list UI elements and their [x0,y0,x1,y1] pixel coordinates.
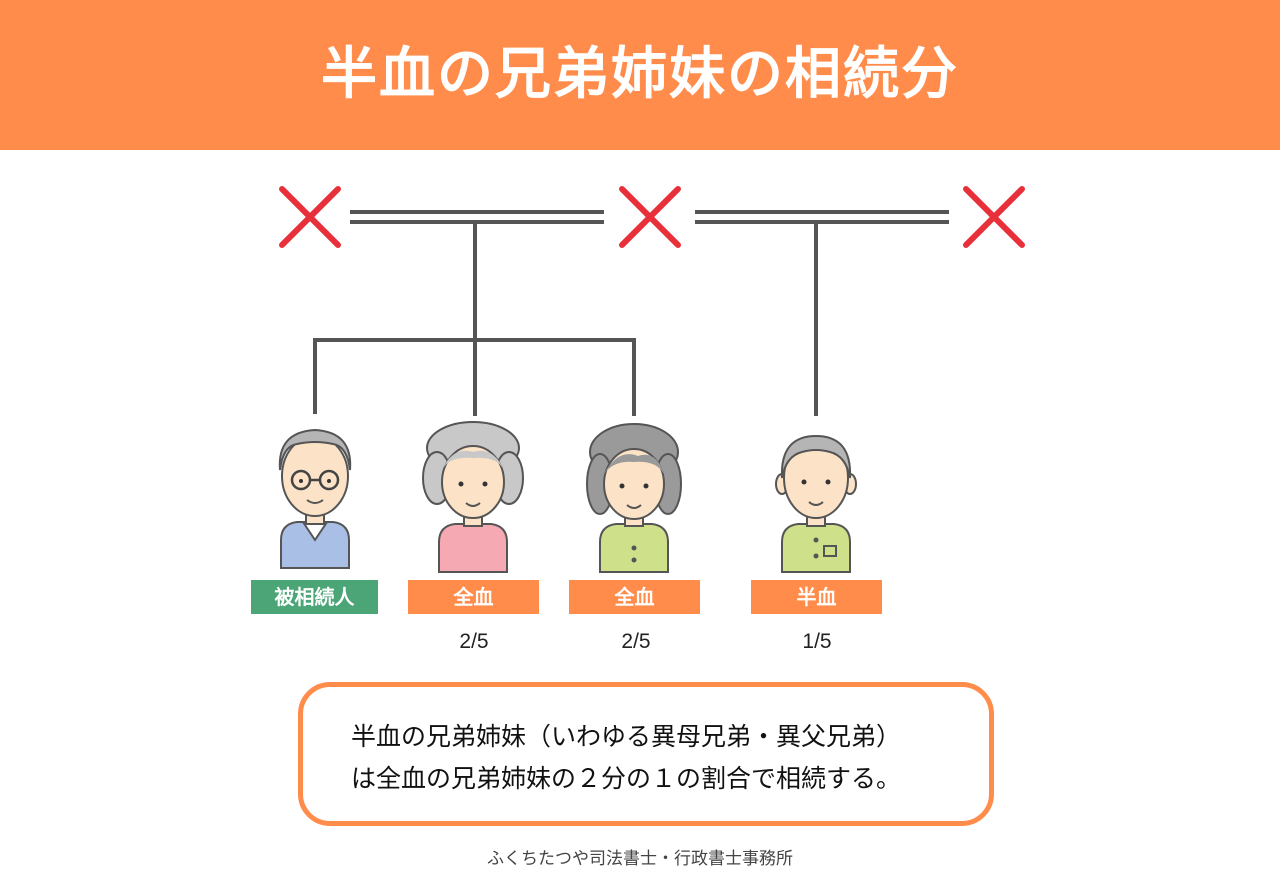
parent-3-cross-icon [966,189,1022,245]
office-credit: ふくちたつや司法書士・行政書士事務所 [0,844,1280,869]
explanation-line-2: は全血の兄弟姉妹の２分の１の割合で相続する。 [351,759,901,795]
explanation-line-1: 半血の兄弟姉妹（いわゆる異母兄弟・異父兄弟） [351,717,901,753]
descent-lines [315,222,816,416]
parent-1-cross-icon [282,189,338,245]
explanation-box: 半血の兄弟姉妹（いわゆる異母兄弟・異父兄弟） は全血の兄弟姉妹の２分の１の割合で… [298,682,994,826]
share-half-blood: 1/5 [752,630,882,654]
share-full-blood-1: 2/5 [409,630,539,654]
half-blood-label: 半血 [751,580,882,614]
marriage-line-right [695,212,949,222]
full-blood-sibling-2-illustration [587,424,681,572]
full-blood-sibling-1-illustration [423,422,523,572]
marriage-line-left [350,212,604,222]
full-blood-label-2: 全血 [569,580,700,614]
half-blood-sibling-illustration [776,436,856,572]
decedent-illustration [280,430,350,568]
parent-2-cross-icon [622,189,678,245]
decedent-label: 被相続人 [251,580,378,614]
share-full-blood-2: 2/5 [571,630,701,654]
family-tree-diagram [0,0,1280,680]
full-blood-label-1: 全血 [408,580,539,614]
